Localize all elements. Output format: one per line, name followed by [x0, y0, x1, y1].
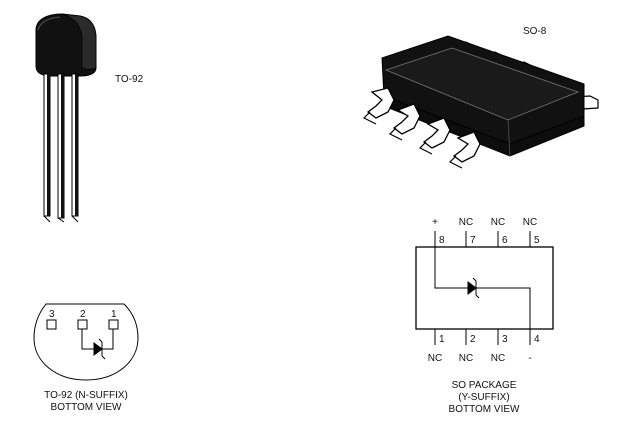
so-pin8-number: 8 — [439, 235, 445, 246]
to92-label: TO-92 — [115, 74, 144, 85]
so-pin2-number: 2 — [470, 334, 476, 345]
so-pin1-number: 1 — [439, 334, 445, 345]
so-pin6-function: NC — [491, 217, 505, 228]
so-pin4-function: - — [528, 353, 531, 364]
so-pin8-function: + — [432, 217, 438, 228]
to92-bottom-view: 3 2 1 TO-92 (N-SUFFIX) BOTTOM VIEW — [33, 303, 139, 413]
so-pin3-number: 3 — [502, 334, 508, 345]
so-caption-line3: BOTTOM VIEW — [449, 404, 520, 415]
so-pin3-function: NC — [491, 353, 505, 364]
to92-package-drawing: TO-92 — [35, 13, 144, 223]
to92-leads — [43, 73, 79, 223]
to92-zener-diode-symbol — [81, 329, 114, 360]
so-zener-diode-symbol — [434, 247, 531, 329]
so-pin6-number: 6 — [502, 235, 508, 246]
to92-caption-line2: BOTTOM VIEW — [51, 402, 122, 413]
to92-pin-pad-1 — [108, 319, 119, 330]
to92-pin-label-3: 3 — [49, 309, 55, 320]
so-pin2-function: NC — [459, 353, 473, 364]
so-caption-line2: (Y-SUFFIX) — [458, 392, 509, 403]
to92-caption-line1: TO-92 (N-SUFFIX) — [44, 390, 128, 401]
so-pin5-number: 5 — [534, 235, 540, 246]
to92-pin-pad-2 — [77, 319, 88, 330]
to92-pin-label-1: 1 — [111, 309, 117, 320]
so8-package-drawing: SO-8 — [362, 26, 599, 169]
so-bottom-view: + NC NC NC 8 7 6 5 1 2 3 4 NC NC NC - — [415, 217, 554, 415]
to92-pin-pad-3 — [46, 319, 57, 330]
so-pin7-number: 7 — [470, 235, 476, 246]
to92-pin-label-2: 2 — [80, 309, 86, 320]
so-pin4-number: 4 — [534, 334, 540, 345]
so-pin1-function: NC — [428, 353, 442, 364]
so8-front-leads — [366, 87, 481, 163]
so8-label: SO-8 — [523, 26, 547, 37]
so-pin5-function: NC — [523, 217, 537, 228]
so-pin7-function: NC — [459, 217, 473, 228]
so-caption-line1: SO PACKAGE — [452, 380, 517, 391]
